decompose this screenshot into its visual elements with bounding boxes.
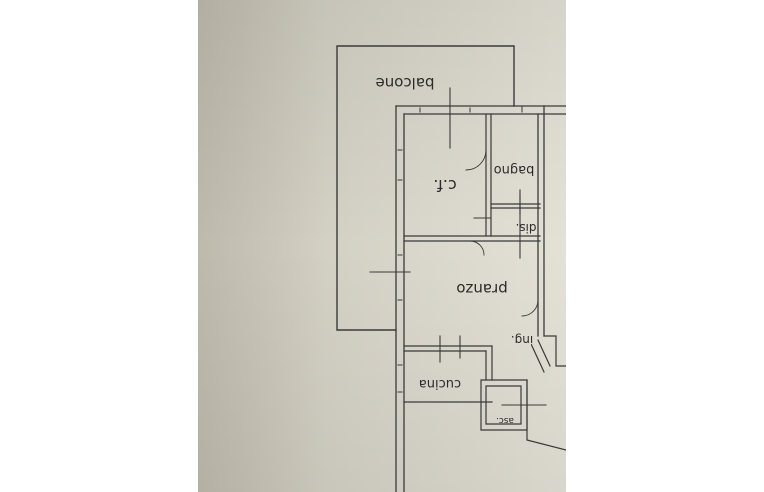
room-label-ing: ing.: [511, 333, 533, 347]
windows: [397, 105, 523, 393]
room-label-dis: dis.: [515, 221, 536, 235]
room-label-cf: c.f.: [433, 176, 456, 195]
room-label-bagno: bagno: [494, 162, 535, 177]
doors: [465, 149, 539, 317]
room-label-pranzo: pranzo: [456, 280, 507, 298]
balcony-outline: [336, 45, 515, 331]
dimension-marks: [369, 87, 547, 406]
room-label-asc: asc.: [496, 415, 514, 425]
room-label-balcone: balcone: [375, 74, 434, 92]
outer-walls: [395, 105, 566, 492]
room-label-cucina: cucina: [419, 376, 461, 391]
interior-walls: [403, 113, 566, 451]
floor-plan-photo: balcone c.f. bagno dis. pranzo cucina in…: [198, 0, 566, 492]
